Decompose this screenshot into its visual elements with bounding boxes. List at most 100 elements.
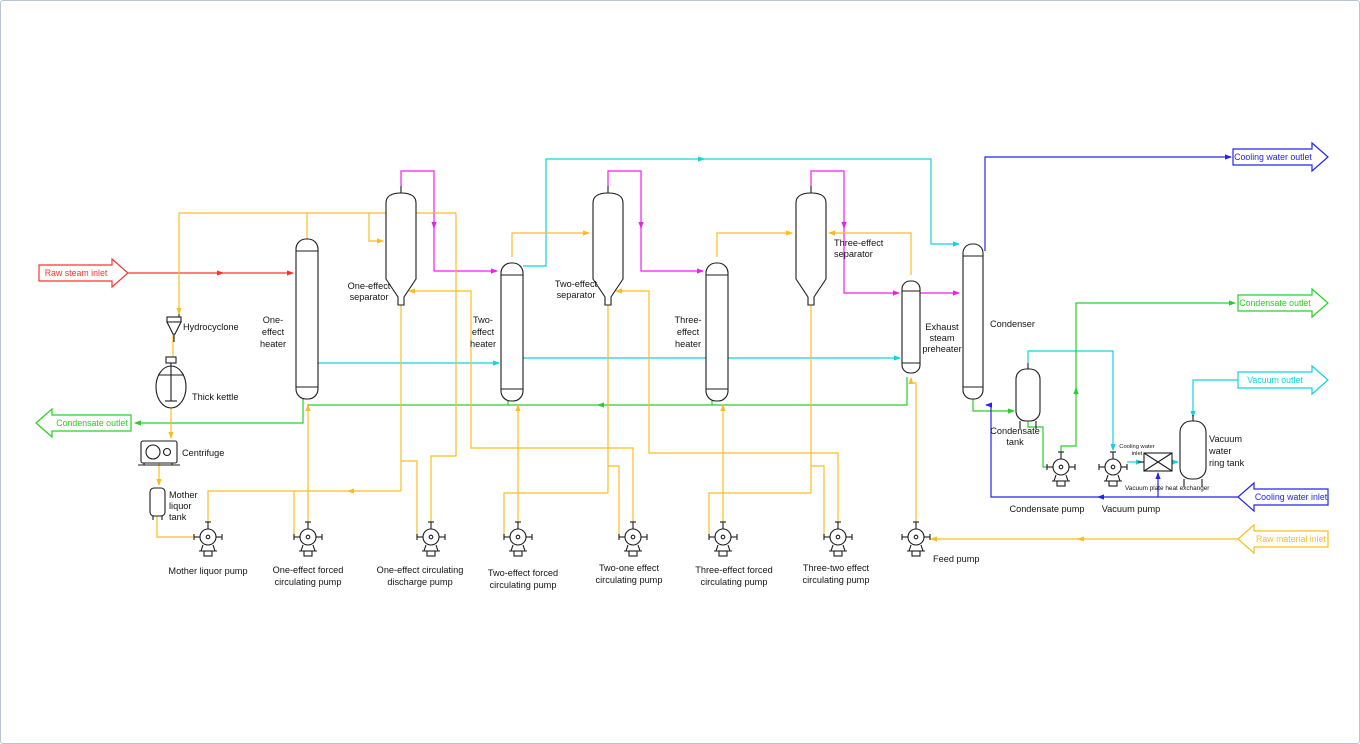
- condensate-pump-symbol: [1046, 451, 1076, 487]
- vacuum-pump-symbol: [1098, 451, 1128, 487]
- feed-pump-label: Feed pump: [933, 554, 979, 564]
- transfer-3-to-2-line: [615, 288, 839, 522]
- vapor-line-effect3-to-preheater: [810, 170, 900, 296]
- three-two-effect-circulating-pump-label-line-2: circulating pump: [803, 575, 870, 585]
- three-effect-separator-label-line-2: separator: [834, 249, 873, 259]
- two-effect-heater-label-line-3: heater: [470, 339, 496, 349]
- three-two-effect-circulating-pump-label-line-1: Three-two effect: [803, 563, 870, 573]
- vacuum-plate-heat-exchanger-symbol: [1138, 452, 1173, 472]
- thick-kettle-label: Thick kettle: [192, 392, 238, 402]
- mother-liquor-pump-label: Mother liquor pump: [168, 566, 247, 576]
- mother-liquor-return-line: [207, 490, 401, 522]
- raw-material-inlet-arrow: Raw material inlet: [1237, 523, 1329, 555]
- separator1-feed-line: [368, 213, 384, 244]
- condenser-symbol: [962, 243, 984, 400]
- mother-liquor-tank-label-line-3: tank: [169, 512, 187, 522]
- tank-to-mother-liquor-pump-line: [156, 516, 193, 538]
- vacuum-outlet-arrow: Vacuum outlet: [1237, 364, 1329, 396]
- exhaust-steam-preheater-label-line-2: steam: [929, 333, 954, 343]
- hydrocyclone-symbol: [166, 314, 182, 342]
- thick-kettle-symbol: [155, 356, 187, 409]
- two-effect-forced-circulating-pump-symbol: [503, 521, 533, 557]
- condensate-tank-label-line-2: tank: [1006, 437, 1024, 447]
- cooling-water-inlet-arrow: Cooling water inlet: [1237, 481, 1329, 513]
- feed-pump-symbol: [901, 521, 931, 557]
- vacuum-water-ring-tank-label-line-1: Vacuum: [1209, 434, 1242, 444]
- pump3f-suction-line: [708, 492, 811, 537]
- three-effect-forced-circulating-pump-label-line-1: Three-effect forced: [695, 565, 772, 575]
- one-effect-separator-symbol: [385, 186, 417, 306]
- one-effect-heater-symbol: [295, 238, 319, 400]
- vapor-lines: [400, 170, 960, 296]
- exhaust-steam-preheater-label-line-1: Exhaust: [925, 322, 959, 332]
- one-effect-heater-label-line-1: One-: [263, 315, 283, 325]
- condensate-outlet-right-label: Condensate outlet: [1239, 298, 1311, 308]
- vacuum-water-ring-tank-symbol: [1179, 415, 1207, 487]
- condensate-outlet-left-line: [134, 399, 304, 426]
- two-effect-separator-label-line-1: Two-effect: [555, 279, 598, 289]
- pump1d-suction-line: [401, 460, 418, 537]
- pump-labels: Mother liquor pump One-effect forced cir…: [168, 504, 1160, 590]
- three-two-effect-circulating-pump-symbol: [823, 521, 853, 557]
- three-effect-forced-circulating-pump-symbol: [708, 521, 738, 557]
- three-effect-heater-label-line-1: Three-: [674, 315, 701, 325]
- one-effect-heater-label-line-2: effect: [262, 327, 285, 337]
- exhaust-steam-preheater-label-line-3: preheater: [922, 344, 961, 354]
- two-effect-forced-circulating-pump-label-line-2: circulating pump: [490, 580, 557, 590]
- two-one-effect-circulating-pump-label-line-1: Two-one effect: [599, 563, 660, 573]
- condensate-pump-discharge-line: [1060, 300, 1236, 452]
- one-effect-circulating-discharge-pump-label-line-2: discharge pump: [387, 577, 452, 587]
- cooling-water-inlet-line: [985, 402, 1238, 498]
- three-effect-separator-symbol: [795, 186, 827, 306]
- condensate-outlet-left-label: Condensate outlet: [56, 418, 128, 428]
- two-effect-separator-symbol: [592, 186, 624, 306]
- condensate-header-line: [307, 377, 908, 406]
- transfer-2-to-1-line: [408, 288, 634, 522]
- condensate-tank-symbol: [1015, 363, 1041, 429]
- two-effect-separator-label-line-2: separator: [557, 290, 596, 300]
- vent-line-top-to-condenser: [523, 158, 960, 267]
- vacuum-plate-heat-exchanger-label: Vacuum plate heat exchanger: [1125, 485, 1210, 492]
- mother-liquor-tank-label-line-1: Mother: [169, 490, 198, 500]
- vacuum-outlet-line: [1190, 379, 1238, 418]
- tank-to-condensate-pump-line: [1027, 421, 1047, 468]
- feed-pump-discharge-line: [908, 377, 917, 522]
- cooling-water-outlet-arrow: Cooling water outlet: [1232, 141, 1329, 173]
- one-effect-circulating-discharge-pump-symbol: [416, 521, 446, 557]
- one-effect-circulating-discharge-pump-label-line-1: One-effect circulating: [377, 565, 464, 575]
- cooling-water-inlet-note-line-2: inlet: [1132, 451, 1143, 457]
- exhaust-steam-preheater-symbol: [901, 280, 921, 374]
- raw-steam-inlet-arrow: Raw steam inlet: [38, 257, 129, 289]
- discharge-pump-riser-line: [430, 213, 457, 522]
- two-effect-heater-label-line-2: effect: [472, 327, 495, 337]
- vacuum-water-ring-tank-label-line-2: water: [1208, 446, 1231, 456]
- condensate-lines: [134, 300, 1236, 468]
- raw-material-inlet-label: Raw material inlet: [1256, 534, 1326, 544]
- preheater-to-effect3-line: [828, 230, 912, 275]
- material-lines: [156, 212, 1238, 542]
- centrifuge-label: Centrifuge: [182, 448, 224, 458]
- heater3-riser-line: [716, 230, 793, 257]
- mother-liquor-tank-label-line-2: liquor: [169, 501, 191, 511]
- raw-steam-inlet-label: Raw steam inlet: [45, 268, 108, 278]
- vacuum-outlet-label: Vacuum outlet: [1247, 375, 1303, 385]
- condensate-outlet-right-arrow: Condensate outlet: [1237, 287, 1329, 319]
- vapor-line-effect2-to-effect3: [607, 170, 704, 274]
- condenser-to-tank-line: [972, 399, 1015, 414]
- vacuum-vapor-lines: [318, 156, 1238, 465]
- three-effect-forced-circulating-pump-label-line-2: circulating pump: [701, 577, 768, 587]
- three-effect-heater-symbol: [705, 262, 729, 402]
- vacuum-water-ring-tank-label-line-3: ring tank: [1209, 458, 1245, 468]
- condensate-pump-label: Condensate pump: [1009, 504, 1084, 514]
- condensate-outlet-left-arrow: Condensate outlet: [35, 407, 132, 439]
- three-effect-heater-label-line-3: heater: [675, 339, 701, 349]
- three-effect-heater-label-line-2: effect: [677, 327, 700, 337]
- pump21-suction-line: [608, 465, 620, 537]
- one-effect-heater-label-line-3: heater: [260, 339, 286, 349]
- vapor-line-effect1-to-effect2: [400, 170, 498, 274]
- condenser-label: Condenser: [990, 319, 1035, 329]
- cooling-water-inlet-note-line-1: Cooling water: [1119, 444, 1155, 450]
- two-effect-heater-symbol: [500, 262, 524, 402]
